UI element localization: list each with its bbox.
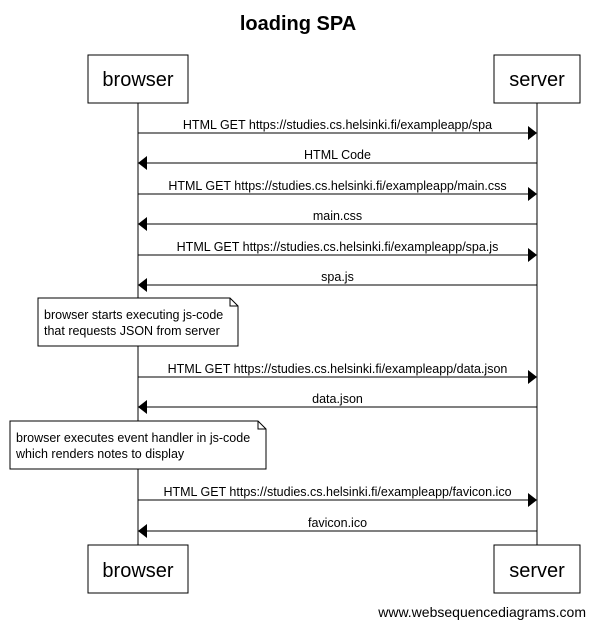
arrowhead-3 [528,187,537,201]
actor-label-server-bottom: server [509,560,565,582]
actor-box-browser-top [87,54,189,104]
arrowhead-2 [138,156,147,170]
note-box-1 [37,297,239,347]
arrowhead-10 [138,524,147,538]
note-fold-2 [257,421,266,430]
actor-box-server-top [493,54,581,104]
message-label-1: HTML GET https://studies.cs.helsinki.fi/… [183,118,492,132]
arrowhead-9 [528,493,537,507]
actor-label-server-top: server [509,69,565,91]
messages-group: HTML GET https://studies.cs.helsinki.fi/… [138,118,537,538]
footer-credit: www.websequencediagrams.com [377,604,586,620]
message-label-6: spa.js [321,270,354,284]
note-2-line-1: browser executes event handler in js-cod… [16,431,250,445]
actor-label-browser-bottom: browser [102,560,173,582]
note-fold-1 [229,298,238,307]
message-label-8: data.json [312,392,363,406]
arrowhead-8 [138,400,147,414]
arrowhead-4 [138,217,147,231]
arrowhead-7 [528,370,537,384]
arrowhead-5 [528,248,537,262]
note-box-2 [9,420,267,470]
message-label-3: HTML GET https://studies.cs.helsinki.fi/… [168,179,506,193]
message-label-10: favicon.ico [308,516,367,530]
actor-box-browser-bottom [87,544,189,594]
message-label-7: HTML GET https://studies.cs.helsinki.fi/… [168,362,508,376]
arrowhead-6 [138,278,147,292]
notes-group: browser starts executing js-code that req… [9,297,267,470]
note-2-line-2: which renders notes to display [15,447,185,461]
message-label-9: HTML GET https://studies.cs.helsinki.fi/… [163,485,511,499]
message-label-2: HTML Code [304,148,371,162]
note-1-line-1: browser starts executing js-code [44,308,223,322]
diagram-title: loading SPA [240,13,356,35]
arrowhead-1 [528,126,537,140]
message-label-5: HTML GET https://studies.cs.helsinki.fi/… [177,240,499,254]
actor-box-server-bottom [493,544,581,594]
message-label-4: main.css [313,209,362,223]
note-1-line-2: that requests JSON from server [44,324,220,338]
actor-label-browser-top: browser [102,69,173,91]
